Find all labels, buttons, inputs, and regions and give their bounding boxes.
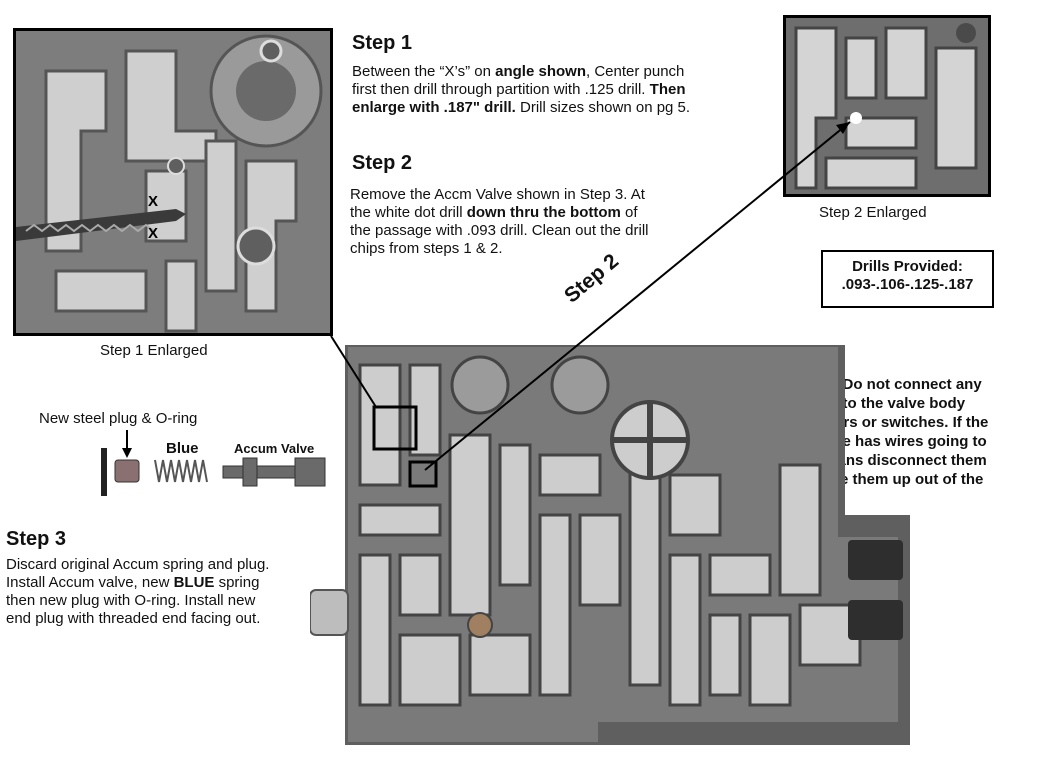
valve-body-image xyxy=(310,345,910,745)
step3-body: Discard original Accum spring and plug. … xyxy=(6,556,270,627)
blue-spring xyxy=(154,459,208,483)
step1-enlarged-caption: Step 1 Enlarged xyxy=(100,342,208,359)
parts-illustration xyxy=(101,430,326,496)
step2-body: Remove the Accm Valve shown in Step 3. A… xyxy=(350,186,649,257)
step1-heading: Step 1 xyxy=(352,32,413,54)
step1-enlarged-photo: X X xyxy=(13,28,333,336)
step2-enlarged-caption: Step 2 Enlarged xyxy=(819,204,927,221)
x-mark-lower: X xyxy=(148,225,159,242)
end-plug xyxy=(101,448,107,496)
plug-label: New steel plug & O-ring xyxy=(39,410,198,427)
valve-label: Accum Valve xyxy=(234,441,315,456)
step2-enlarged-photo xyxy=(783,15,991,197)
step1-highlight-box xyxy=(372,405,418,451)
drills-provided-box: Drills Provided: .093-.106-.125-.187 xyxy=(821,250,994,308)
step3-heading: Step 3 xyxy=(6,528,67,550)
accum-valve xyxy=(222,457,326,487)
drill-sizes: .093-.106-.125-.187 xyxy=(841,276,974,293)
valve-body-closeup-image xyxy=(16,31,330,333)
x-mark-upper: X xyxy=(148,193,159,210)
step2-highlight-box xyxy=(408,460,438,488)
steel-plug xyxy=(114,459,140,483)
spring-label: Blue xyxy=(166,440,199,457)
crosshair-feature xyxy=(610,400,690,480)
down-arrow-icon xyxy=(122,430,132,458)
step1-body: Between the “X’s” on angle shown, Center… xyxy=(352,63,691,116)
drills-provided-title: Drills Provided: xyxy=(852,258,963,275)
step2-heading: Step 2 xyxy=(352,152,413,174)
valve-passage-closeup-image xyxy=(786,18,988,194)
